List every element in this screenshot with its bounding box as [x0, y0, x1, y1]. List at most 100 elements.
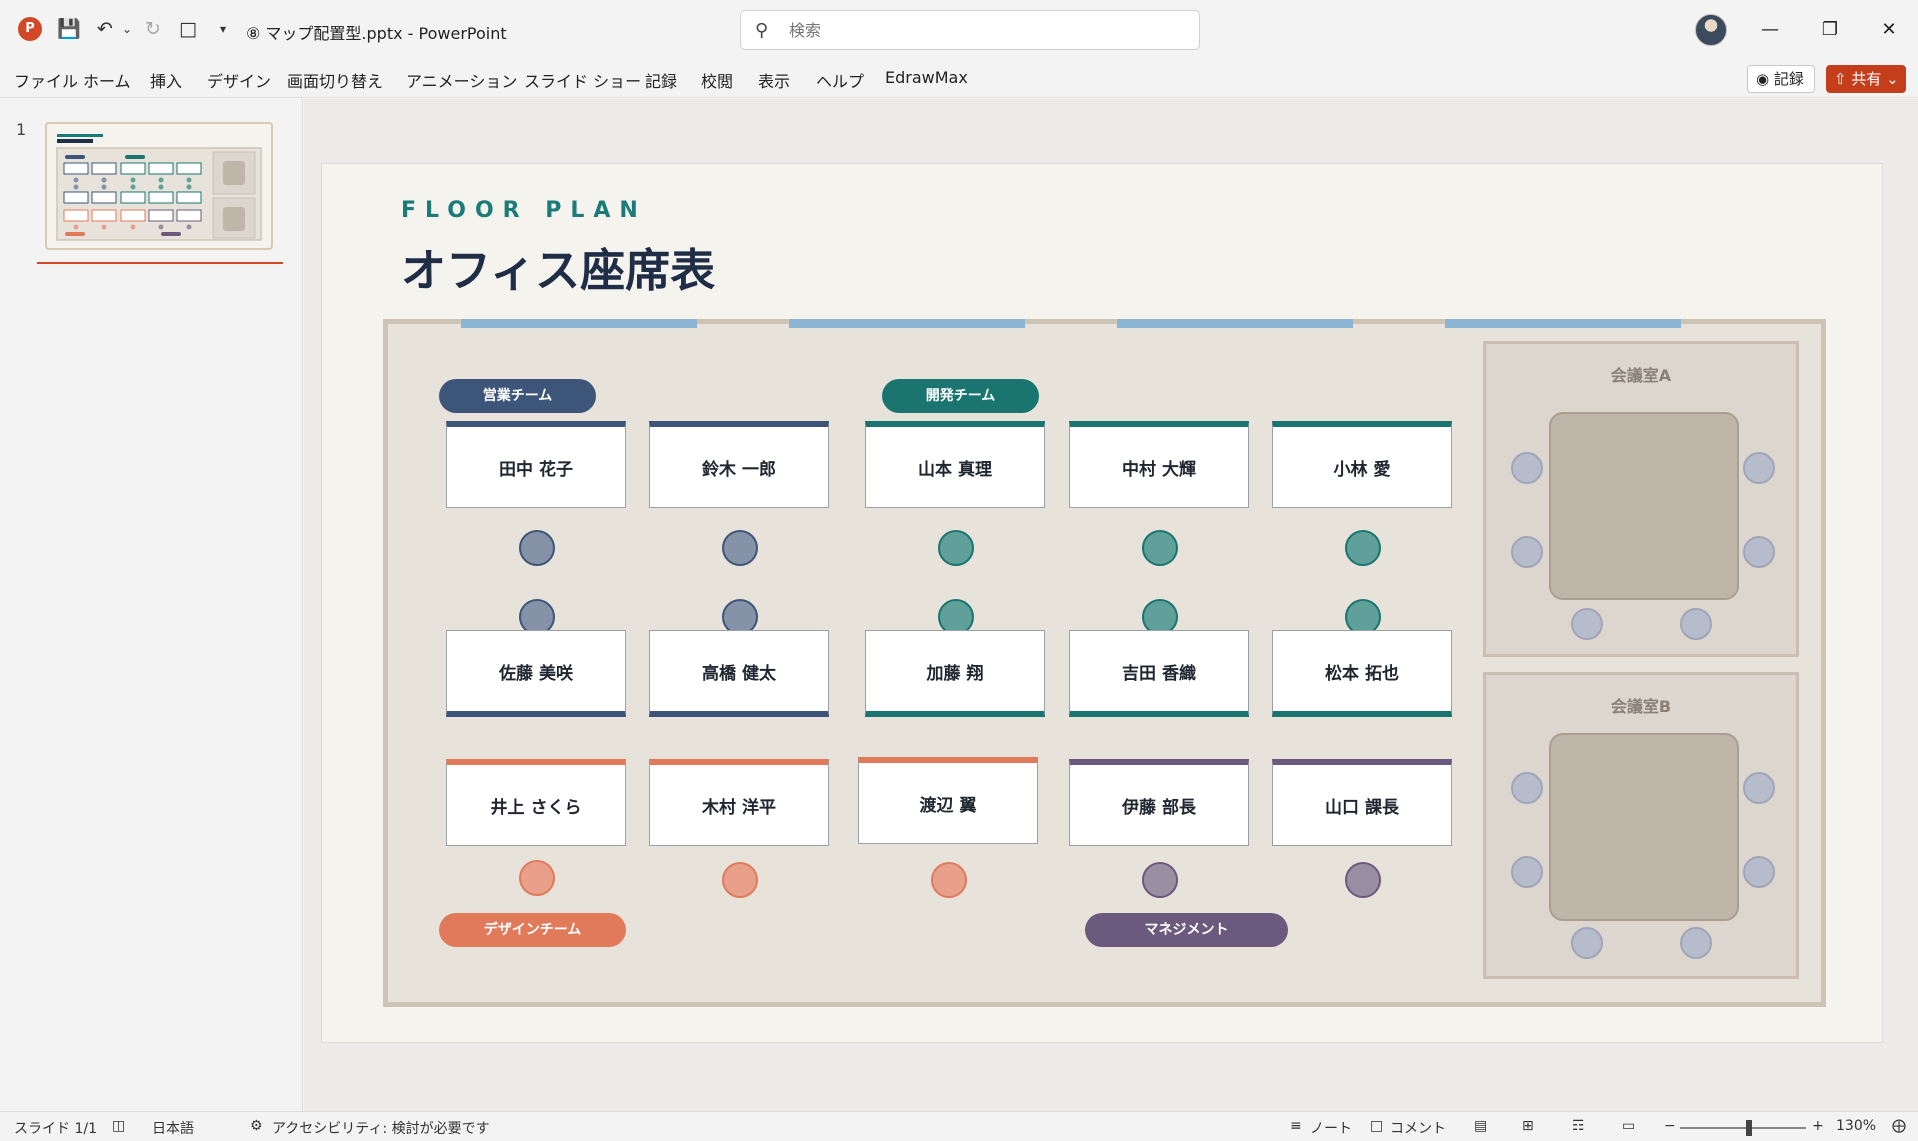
minimize-icon[interactable]: —	[1761, 19, 1779, 40]
redo-icon[interactable]: ↻	[145, 18, 161, 40]
chair	[1142, 530, 1178, 566]
undo-dropdown-icon[interactable]: ⌄	[121, 22, 133, 36]
thumbnail-insert-marker	[37, 262, 283, 264]
desk[interactable]: 加藤 翔	[865, 630, 1045, 717]
chair	[1743, 772, 1775, 804]
tab-file[interactable]: ファイル	[14, 72, 79, 91]
team-label-dev: 開発チーム	[882, 379, 1039, 413]
share-button[interactable]: ⇧ 共有 ⌄	[1826, 65, 1906, 93]
reading-view-icon[interactable]: ☶	[1572, 1118, 1585, 1134]
tab-edrawmax[interactable]: EdrawMax	[885, 68, 968, 87]
slide-sorter-icon[interactable]: ⊞	[1522, 1118, 1534, 1134]
floor-area: 営業チーム 開発チーム デザインチーム マネジメント 田中 花子 鈴木 一郎 山…	[383, 319, 1826, 1007]
chair	[931, 862, 967, 898]
powerpoint-logo-icon: P	[18, 17, 42, 41]
tab-transitions[interactable]: 画面切り替え	[287, 72, 384, 91]
comments-button[interactable]: コメント	[1390, 1121, 1446, 1137]
desk[interactable]: 中村 大輝	[1069, 421, 1249, 508]
desk[interactable]: 伊藤 部長	[1069, 759, 1249, 846]
slide-counter[interactable]: スライド 1/1	[14, 1121, 97, 1137]
spellcheck-icon[interactable]: ◫	[112, 1118, 126, 1134]
slide-subtitle: FLOOR PLAN	[401, 198, 647, 223]
meeting-room-a[interactable]: 会議室A	[1483, 341, 1799, 657]
tab-design[interactable]: デザイン	[207, 72, 272, 91]
desk[interactable]: 鈴木 一郎	[649, 421, 829, 508]
chair	[1743, 452, 1775, 484]
search-icon: ⚲	[755, 20, 769, 41]
fit-to-window-icon[interactable]: ⨁	[1892, 1118, 1906, 1134]
chair	[1743, 856, 1775, 888]
restore-icon[interactable]: ❐	[1821, 19, 1839, 40]
zoom-in-icon[interactable]: +	[1812, 1118, 1824, 1134]
close-icon[interactable]: ✕	[1881, 19, 1897, 40]
document-title[interactable]: ⑧ マップ配置型.pptx - PowerPoint	[246, 24, 507, 43]
slide[interactable]: FLOOR PLAN オフィス座席表 営業チーム 開発チーム デザインチーム マ…	[321, 163, 1883, 1043]
tab-review[interactable]: 校閲	[701, 72, 734, 91]
notes-button[interactable]: ノート	[1310, 1121, 1352, 1137]
chair	[1680, 608, 1712, 640]
comment-icon: □	[1370, 1118, 1384, 1134]
record-button[interactable]: ◉ 記録	[1747, 65, 1815, 93]
meeting-room-label: 会議室A	[1610, 366, 1672, 385]
desk[interactable]: 松本 拓也	[1272, 630, 1452, 717]
meeting-table	[1549, 412, 1739, 600]
zoom-out-icon[interactable]: −	[1664, 1118, 1676, 1134]
chair	[938, 599, 974, 635]
chair	[1511, 536, 1543, 568]
zoom-level[interactable]: 130%	[1836, 1118, 1877, 1134]
meeting-room-b[interactable]: 会議室B	[1483, 672, 1799, 979]
search-box[interactable]: ⚲	[740, 10, 1200, 50]
tab-view[interactable]: 表示	[758, 72, 791, 91]
customize-toolbar-icon[interactable]: ▾	[219, 22, 227, 36]
window	[1117, 319, 1353, 328]
tab-insert[interactable]: 挿入	[150, 72, 183, 91]
status-bar: スライド 1/1 ◫ 日本語 ⚙ アクセシビリティ: 検討が必要です ≡ ノート…	[0, 1111, 1918, 1141]
desk[interactable]: 渡辺 翼	[858, 757, 1038, 844]
chair	[1345, 599, 1381, 635]
team-label-management: マネジメント	[1085, 913, 1288, 947]
slide-title: オフィス座席表	[401, 244, 716, 297]
present-icon[interactable]: □	[179, 18, 197, 40]
desk[interactable]: 吉田 香織	[1069, 630, 1249, 717]
meeting-table	[1549, 733, 1739, 921]
tab-animations[interactable]: アニメーション	[406, 72, 518, 91]
undo-icon[interactable]: ↶	[97, 18, 113, 40]
chair	[1511, 856, 1543, 888]
chair	[519, 530, 555, 566]
slide-thumbnail-panel	[0, 99, 303, 1111]
slide-thumbnail[interactable]	[45, 122, 273, 250]
slide-number: 1	[16, 120, 27, 139]
desk[interactable]: 田中 花子	[446, 421, 626, 508]
save-icon[interactable]: 💾	[57, 18, 81, 40]
chair	[1571, 927, 1603, 959]
chair	[1345, 530, 1381, 566]
search-input[interactable]	[789, 19, 1179, 41]
chair	[519, 860, 555, 896]
accessibility-status[interactable]: アクセシビリティ: 検討が必要です	[272, 1121, 490, 1137]
chair	[1511, 452, 1543, 484]
chair	[1511, 772, 1543, 804]
language-indicator[interactable]: 日本語	[152, 1121, 194, 1137]
desk[interactable]: 井上 さくら	[446, 759, 626, 846]
notes-icon: ≡	[1290, 1118, 1302, 1134]
tab-record[interactable]: 記録	[645, 72, 678, 91]
desk[interactable]: 木村 洋平	[649, 759, 829, 846]
tab-help[interactable]: ヘルプ	[816, 72, 865, 91]
tab-slideshow[interactable]: スライド ショー	[524, 72, 642, 91]
chair	[938, 530, 974, 566]
slideshow-view-icon[interactable]: ▭	[1622, 1118, 1636, 1134]
zoom-slider[interactable]	[1680, 1127, 1806, 1129]
desk[interactable]: 佐藤 美咲	[446, 630, 626, 717]
desk[interactable]: 高橋 健太	[649, 630, 829, 717]
zoom-slider-thumb[interactable]	[1746, 1120, 1752, 1136]
tab-home[interactable]: ホーム	[83, 72, 131, 91]
accessibility-icon: ⚙	[250, 1118, 263, 1134]
normal-view-icon[interactable]: ▤	[1474, 1118, 1488, 1134]
avatar[interactable]	[1695, 14, 1727, 46]
chair	[1680, 927, 1712, 959]
title-bar: P 💾 ↶ ⌄ ↻ □ ▾ ⑧ マップ配置型.pptx - PowerPoint…	[0, 0, 1918, 60]
desk[interactable]: 小林 愛	[1272, 421, 1452, 508]
desk[interactable]: 山本 真理	[865, 421, 1045, 508]
desk[interactable]: 山口 課長	[1272, 759, 1452, 846]
chair	[1571, 608, 1603, 640]
